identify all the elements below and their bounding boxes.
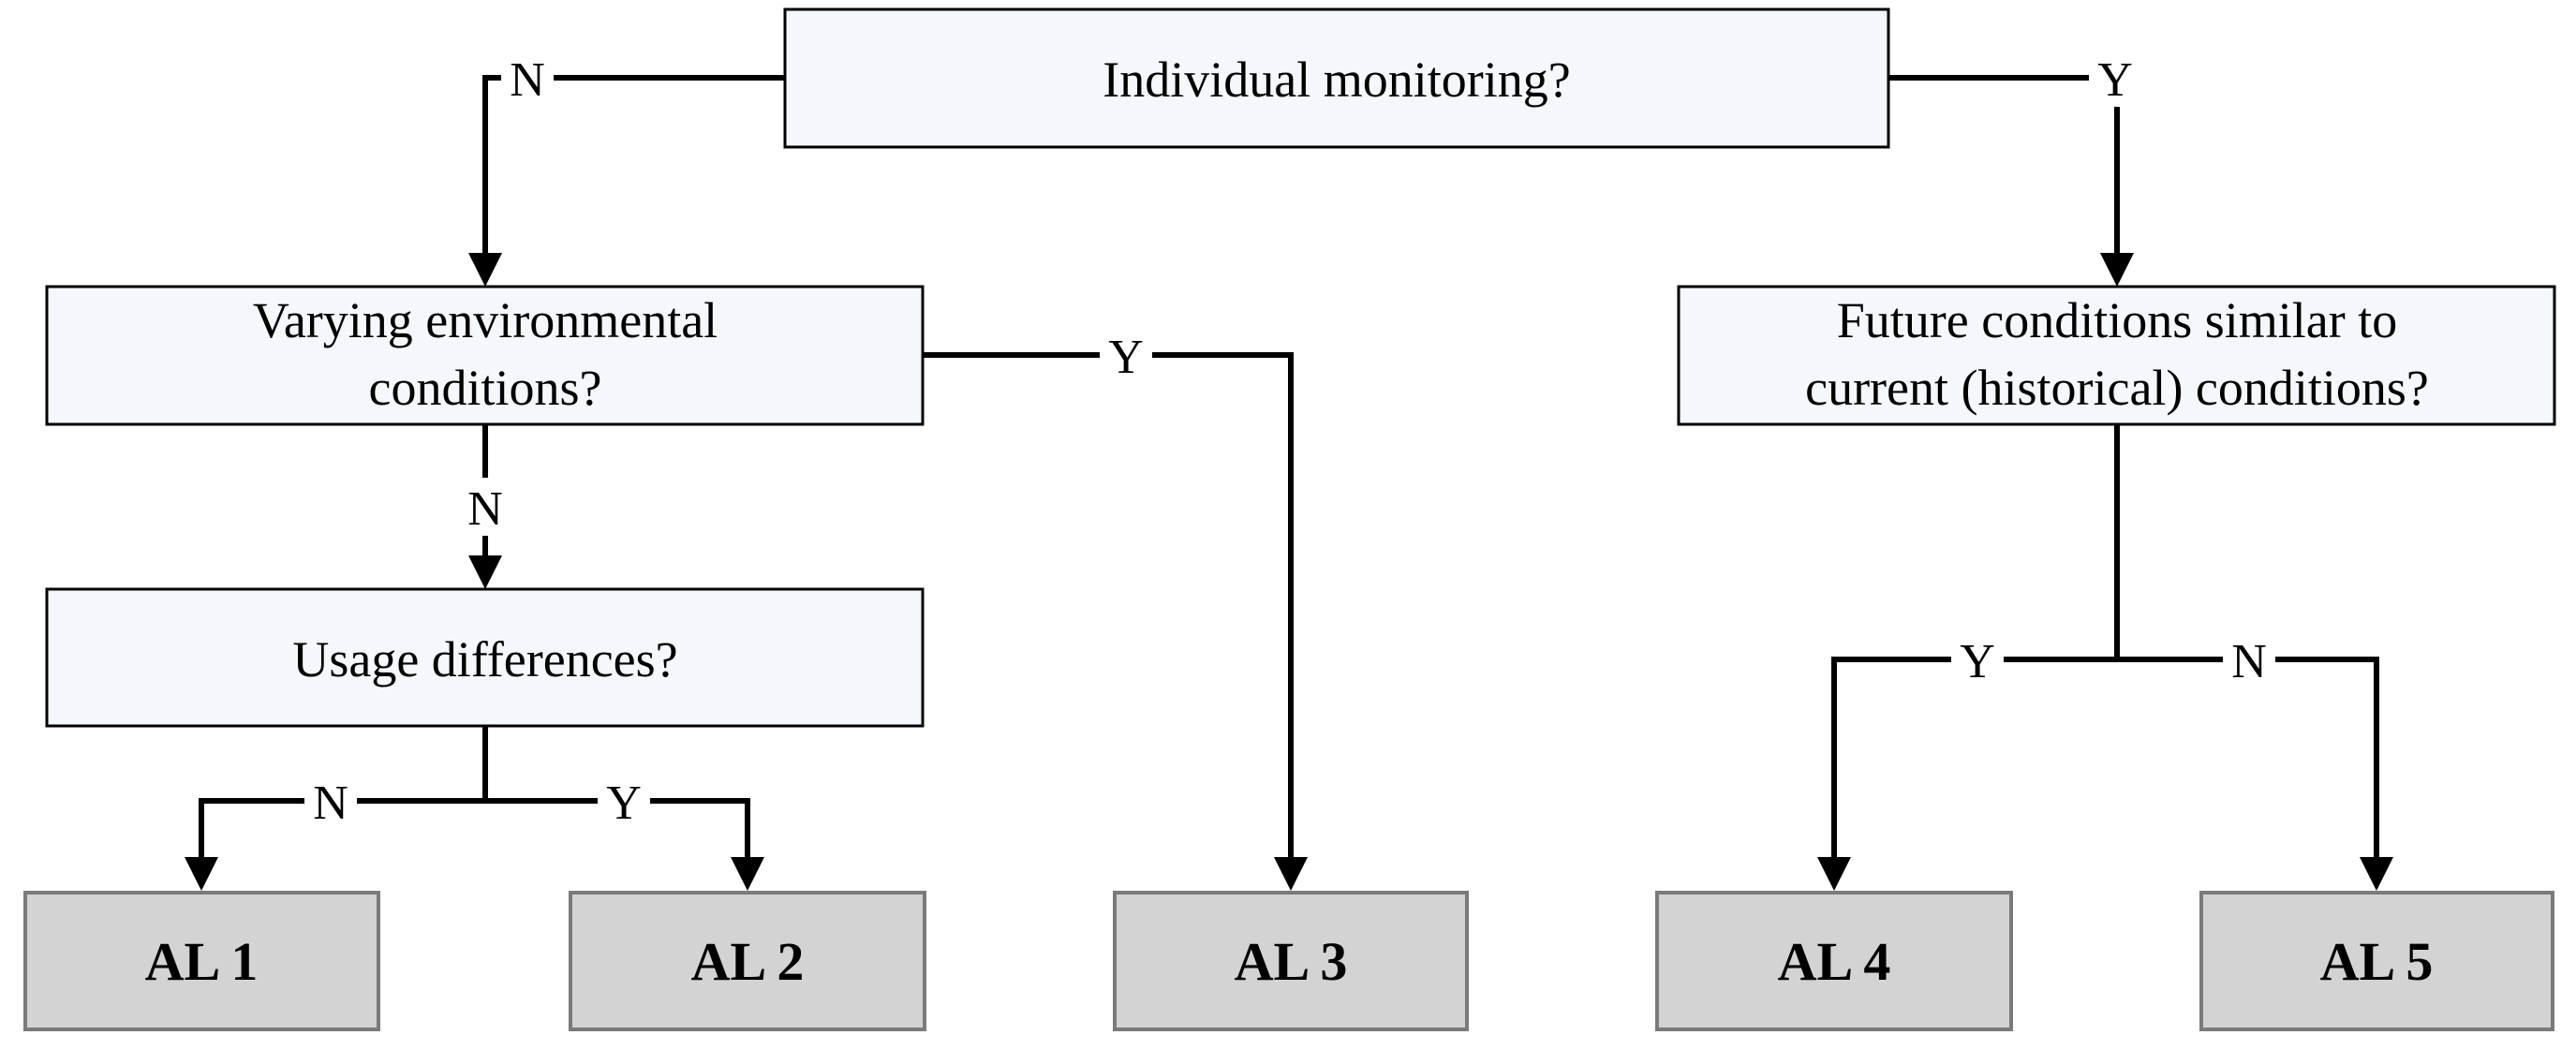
decision-label-line-2: conditions? — [369, 360, 602, 416]
outcome-label: AL 5 — [2320, 931, 2434, 992]
edge-label-individual-no: N — [510, 53, 545, 107]
decision-box — [45, 587, 925, 728]
edge-label-varying-no: N — [467, 482, 503, 536]
outcome-al1: AL 1 — [23, 891, 380, 1031]
outcome-box — [569, 891, 926, 1031]
outcome-box — [1655, 891, 2013, 1031]
edge-label-varying-yes: Y — [1108, 331, 1144, 384]
decision-varying-environmental-conditions: Varying environmental conditions? — [45, 285, 925, 426]
decision-individual-monitoring: Individual monitoring? — [783, 7, 1890, 149]
outcome-box — [2199, 891, 2554, 1031]
connector-usage-no — [199, 798, 485, 865]
arrowhead-varying — [468, 253, 502, 287]
connector-future-yes — [1831, 657, 2117, 865]
edge-label-future-yes: Y — [1960, 635, 1995, 688]
connector-varying-yes — [923, 352, 1294, 865]
edge-label-usage-no: N — [313, 776, 348, 830]
decision-label: Usage differences? — [292, 631, 677, 688]
arrowhead-future — [2100, 253, 2134, 287]
edge-label-individual-yes: Y — [2097, 53, 2133, 107]
decision-label-line-1: Future conditions similar to — [1837, 292, 2397, 348]
edge-label-future-no: N — [2231, 635, 2267, 688]
arrowhead-usage — [468, 555, 502, 589]
outcome-al4: AL 4 — [1655, 891, 2013, 1031]
arrowhead-al2 — [731, 857, 764, 891]
outcome-label: AL 4 — [1778, 931, 1891, 992]
edge-label-usage-yes: Y — [606, 776, 642, 830]
arrowhead-al5 — [2360, 857, 2393, 891]
outcome-label: AL 1 — [145, 931, 259, 992]
outcome-al2: AL 2 — [569, 891, 926, 1031]
arrowheads — [185, 253, 2393, 891]
outcome-box — [1113, 891, 1469, 1031]
decision-label-line-1: Varying environmental — [253, 292, 718, 348]
decision-box — [1677, 285, 2556, 426]
connector-individual-yes — [1888, 75, 2120, 262]
edge-labels: N Y Y N N Y Y N — [304, 49, 2275, 830]
outcome-box — [23, 891, 380, 1031]
arrowhead-al4 — [1817, 857, 1851, 891]
arrowhead-al1 — [185, 857, 218, 891]
outcome-al5: AL 5 — [2199, 891, 2554, 1031]
connector-future-no — [2117, 657, 2379, 865]
decision-future-conditions: Future conditions similar to current (hi… — [1677, 285, 2556, 426]
outcome-label: AL 2 — [691, 931, 805, 992]
decision-label-line-2: current (historical) conditions? — [1805, 360, 2429, 416]
connectors — [199, 75, 2379, 865]
outcome-al3: AL 3 — [1113, 891, 1469, 1031]
decision-box — [45, 285, 925, 426]
decision-label: Individual monitoring? — [1103, 52, 1570, 108]
outcome-label: AL 3 — [1235, 931, 1348, 992]
decision-box — [783, 7, 1890, 149]
connector-individual-no — [482, 75, 785, 262]
decision-usage-differences: Usage differences? — [45, 587, 925, 728]
connector-usage-yes — [485, 798, 750, 865]
arrowhead-al3 — [1274, 857, 1308, 891]
